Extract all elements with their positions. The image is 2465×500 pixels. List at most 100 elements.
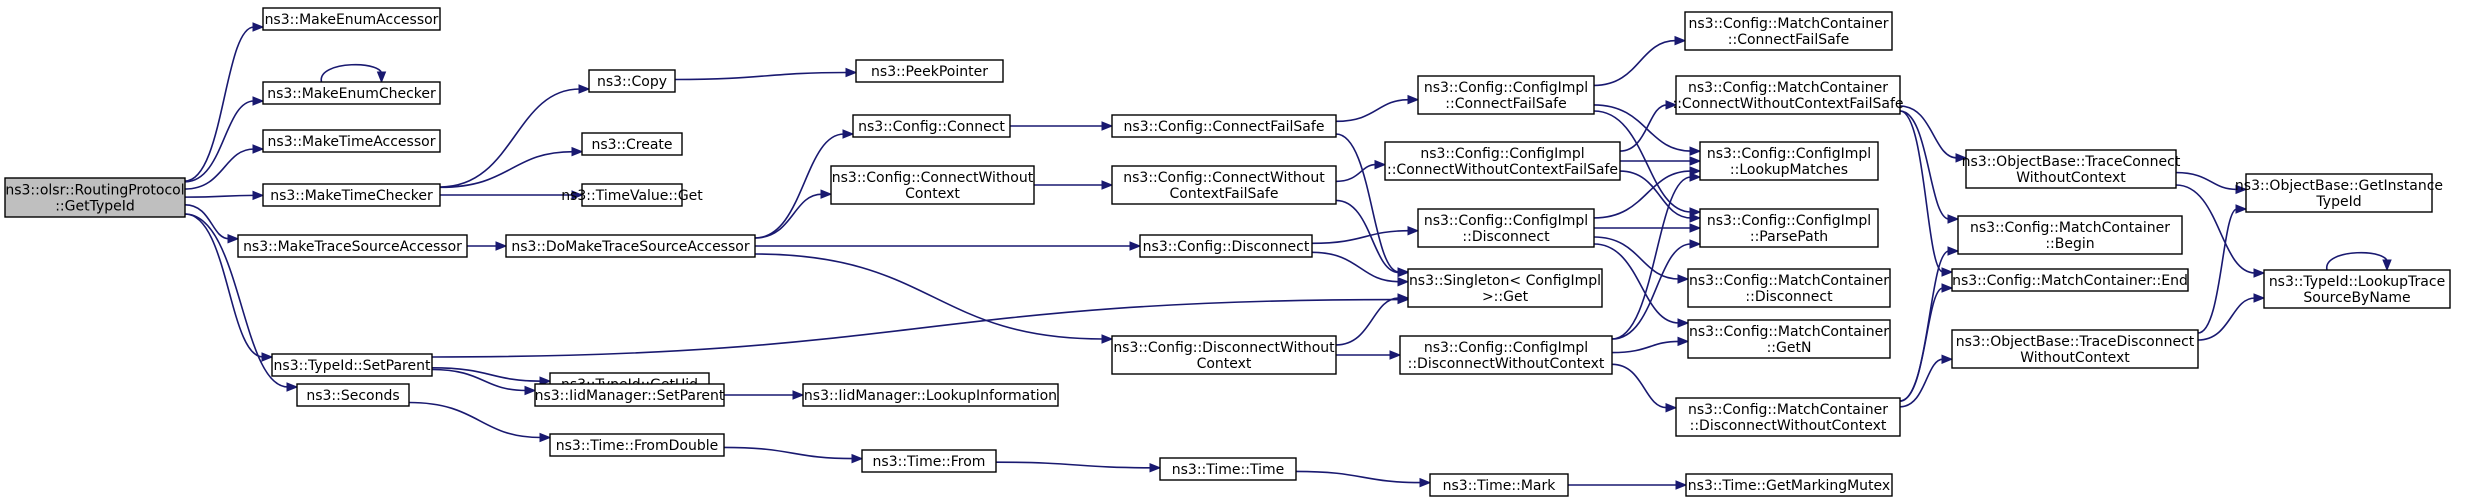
node-make-time-accessor[interactable]: ns3::MakeTimeAccessor <box>262 129 441 153</box>
node-box <box>262 7 441 31</box>
node-peek-pointer[interactable]: ns3::PeekPointer <box>855 59 1004 83</box>
node-mc-connect-fail-safe[interactable]: ns3::Config::MatchContainer::ConnectFail… <box>1684 11 1893 51</box>
node-impl-connect-fail-safe[interactable]: ns3::Config::ConfigImpl::ConnectFailSafe <box>1417 75 1595 115</box>
edge-arrowhead <box>252 144 265 154</box>
node-impl-connect-without-context-fail-safe[interactable]: ns3::Config::ConfigImpl::ConnectWithoutC… <box>1384 141 1621 181</box>
node-label-line: ::ConnectWithoutContextFailSafe <box>1387 162 1618 178</box>
call-edge-impl-disconnect-without-context-to-impl-lookup-matches <box>1611 172 1702 340</box>
node-label-line: ns3::Time::From <box>873 454 986 470</box>
node-config-disconnect[interactable]: ns3::Config::Disconnect <box>1139 234 1313 258</box>
node-mc-disconnect-without-context[interactable]: ns3::Config::MatchContainer::DisconnectW… <box>1675 397 1901 437</box>
node-time-time[interactable]: ns3::Time::Time <box>1159 457 1297 481</box>
edge-line <box>439 150 574 189</box>
node-ob-trace-connect-without-context[interactable]: ns3::ObjectBase::TraceConnectWithoutCont… <box>1962 149 2181 189</box>
edge-arrowhead <box>261 352 274 362</box>
edge-line <box>1619 104 1668 152</box>
node-mc-get-n[interactable]: ns3::Config::MatchContainer::GetN <box>1687 319 1891 359</box>
node-label-line: ns3::Create <box>591 137 672 153</box>
node-label-line: ::ConnectFailSafe <box>1728 32 1849 48</box>
node-root[interactable]: ns3::olsr::RoutingProtocol::GetTypeId <box>4 177 186 218</box>
edge-line <box>184 148 255 190</box>
node-do-make-trace-source-accessor[interactable]: ns3::DoMakeTraceSourceAccessor <box>505 234 756 258</box>
call-edge-impl-connect-without-context-fail-safe-to-impl-parse-path <box>1619 170 1702 223</box>
edge-line <box>1593 170 1692 219</box>
node-config-connect[interactable]: ns3::Config::Connect <box>852 114 1011 138</box>
node-label-line: ns3::Time::FromDouble <box>556 438 719 454</box>
node-make-enum-accessor[interactable]: ns3::MakeEnumAccessor <box>262 7 441 31</box>
node-seconds[interactable]: ns3::Seconds <box>296 383 410 407</box>
call-edge-config-connect-without-context-to-config-connect-without-context-fail-safe <box>1033 180 1114 190</box>
edge-arrowhead <box>1389 350 1402 360</box>
node-make-enum-checker[interactable]: ns3::MakeEnumChecker <box>262 81 441 105</box>
node-singleton-get[interactable]: ns3::Singleton< ConfigImpl>::Get <box>1407 268 1603 308</box>
node-label-line: ns3::Config::ConnectFailSafe <box>1124 119 1325 135</box>
node-iid-manager-lookup-information[interactable]: ns3::IidManager::LookupInformation <box>802 383 1059 407</box>
node-mc-connect-without-context-fail-safe[interactable]: ns3::Config::MatchContainer::ConnectWith… <box>1672 75 1904 115</box>
edge-line <box>1593 243 1680 324</box>
node-box <box>1111 335 1337 375</box>
node-ob-trace-disconnect-without-context[interactable]: ns3::ObjectBase::TraceDisconnectWithoutC… <box>1951 329 2199 369</box>
call-edge-ob-trace-connect-without-context-to-type-id-lookup-trace-source-by-name <box>2175 184 2266 278</box>
edge-line <box>184 213 289 388</box>
node-label-line: ::Begin <box>2045 236 2094 252</box>
edge-line <box>754 133 845 239</box>
edge-line <box>431 298 1400 358</box>
node-config-connect-without-context-fail-safe[interactable]: ns3::Config::ConnectWithoutContextFailSa… <box>1111 165 1337 205</box>
node-mc-end[interactable]: ns3::Config::MatchContainer::End <box>1951 268 2189 292</box>
node-type-id-set-parent[interactable]: ns3::TypeId::SetParent <box>271 353 433 377</box>
edge-arrowhead <box>1677 318 1690 328</box>
edge-arrowhead <box>571 190 584 200</box>
node-iid-manager-set-parent[interactable]: ns3::IidManager::SetParent <box>534 383 725 407</box>
call-edge-copy-to-peek-pointer <box>674 67 858 81</box>
node-impl-disconnect[interactable]: ns3::Config::ConfigImpl::Disconnect <box>1417 208 1595 248</box>
call-edge-root-to-make-time-accessor <box>184 144 265 190</box>
node-mc-begin[interactable]: ns3::Config::MatchContainer::Begin <box>1957 215 2183 255</box>
node-label-line: ::ConnectWithoutContextFailSafe <box>1672 96 1903 112</box>
node-config-connect-fail-safe[interactable]: ns3::Config::ConnectFailSafe <box>1111 114 1337 138</box>
call-edge-impl-disconnect-to-impl-parse-path <box>1594 223 1702 233</box>
node-time-value-get[interactable]: ns3::TimeValue::Get <box>561 183 703 207</box>
edge-arrowhead <box>2235 184 2248 195</box>
node-config-disconnect-without-context[interactable]: ns3::Config::DisconnectWithoutContext <box>1111 335 1337 375</box>
node-impl-parse-path[interactable]: ns3::Config::ConfigImpl::ParsePath <box>1699 208 1879 248</box>
node-box <box>1951 268 2189 292</box>
node-time-from[interactable]: ns3::Time::From <box>861 449 997 473</box>
edge-arrowhead <box>1407 94 1420 105</box>
edge-line <box>2197 208 2238 334</box>
node-mc-disconnect[interactable]: ns3::Config::MatchContainer::Disconnect <box>1687 268 1891 308</box>
node-label-line: ns3::MakeTimeChecker <box>270 188 433 204</box>
node-impl-lookup-matches[interactable]: ns3::Config::ConfigImpl::LookupMatches <box>1699 141 1879 181</box>
node-box <box>581 183 683 207</box>
node-time-from-double[interactable]: ns3::Time::FromDouble <box>549 433 725 457</box>
node-label-line: Context <box>1197 356 1252 372</box>
edge-arrowhead <box>1941 267 1954 277</box>
call-edge-make-time-checker-to-create <box>439 146 584 189</box>
edge-line <box>754 253 1104 340</box>
node-box <box>1965 149 2177 189</box>
node-config-connect-without-context[interactable]: ns3::Config::ConnectWithoutContext <box>830 165 1035 205</box>
node-make-trace-source-accessor[interactable]: ns3::MakeTraceSourceAccessor <box>237 234 468 258</box>
edge-arrowhead <box>1419 477 1432 488</box>
edge-line <box>1295 470 1422 484</box>
node-box <box>237 234 468 258</box>
edge-arrowhead <box>1689 156 1702 166</box>
node-label-line: TypeId <box>2315 194 2361 210</box>
node-label-line: ns3::ObjectBase::GetInstance <box>2235 178 2443 194</box>
node-time-mark[interactable]: ns3::Time::Mark <box>1429 473 1569 497</box>
call-edge-config-disconnect-to-singleton-get <box>1311 251 1410 287</box>
edge-arrowhead <box>1397 276 1410 287</box>
edge-line <box>1619 170 1692 219</box>
node-copy[interactable]: ns3::Copy <box>588 69 676 93</box>
node-time-get-marking-mutex[interactable]: ns3::Time::GetMarkingMutex <box>1685 473 1893 497</box>
node-create[interactable]: ns3::Create <box>581 132 683 156</box>
call-edge-mc-disconnect-without-context-to-ob-trace-disconnect-without-context <box>1899 354 1954 408</box>
node-box <box>4 177 186 218</box>
edge-arrowhead <box>539 376 552 386</box>
node-label-line: ns3::olsr::RoutingProtocol <box>5 183 184 199</box>
node-impl-disconnect-without-context[interactable]: ns3::Config::ConfigImpl::DisconnectWitho… <box>1399 335 1613 375</box>
node-make-time-checker[interactable]: ns3::MakeTimeChecker <box>262 183 441 207</box>
edge-arrowhead <box>2253 268 2266 278</box>
edge-arrowhead <box>1677 274 1690 284</box>
